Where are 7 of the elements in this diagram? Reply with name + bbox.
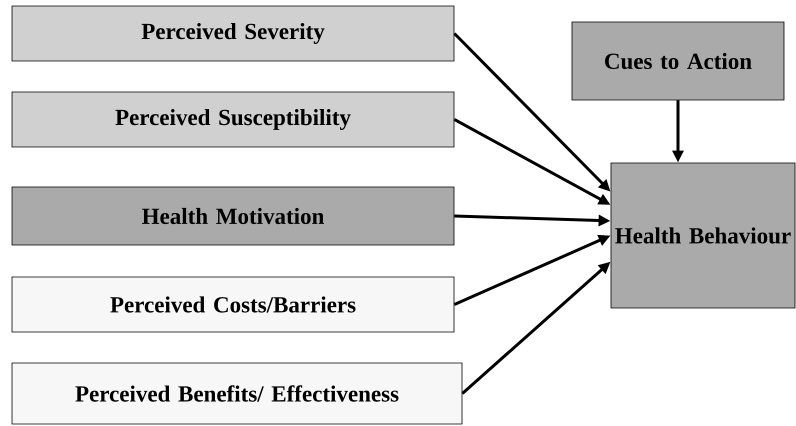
box: Health Behaviour [610, 162, 796, 308]
box: Perceived Benefits/ Effectiveness [12, 362, 462, 424]
box: Health Motivation [12, 186, 454, 246]
box: Perceived Susceptibility [12, 92, 454, 148]
box: Perceived Severity [12, 6, 454, 62]
box: Perceived Costs/Barriers [12, 276, 454, 332]
box: Cues to Action [572, 22, 784, 100]
